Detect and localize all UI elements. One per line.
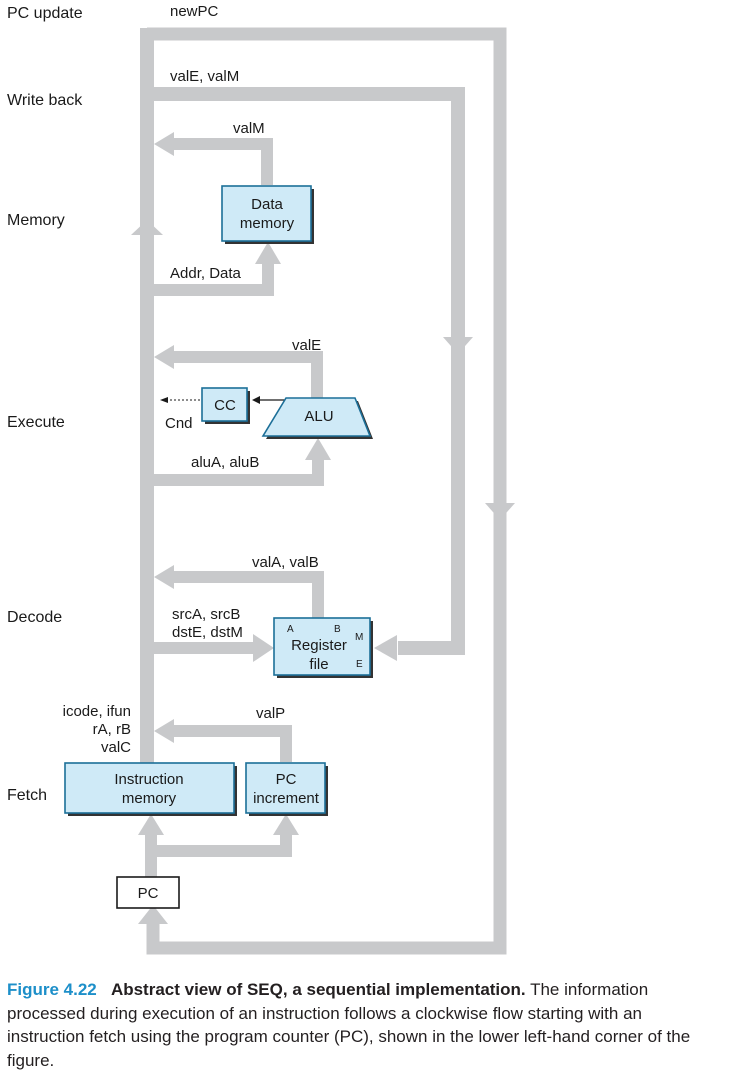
signal-srca-srcb: srcA, srcB — [172, 606, 240, 623]
register-file-label-2: file — [309, 656, 328, 673]
signal-vala-valb: valA, valB — [252, 554, 319, 571]
register-port-m: M — [355, 632, 363, 643]
wires — [131, 27, 515, 955]
pc-inc-arrow — [273, 814, 299, 835]
stage-execute: Execute — [7, 414, 65, 431]
stage-memory: Memory — [7, 212, 65, 229]
alu-input-wire — [147, 458, 324, 486]
register-file-label-1: Register — [291, 637, 347, 654]
pc-register-label: PC — [138, 885, 159, 902]
pc-increment-label-2: increment — [253, 790, 320, 807]
vala-valb-wire — [172, 571, 324, 618]
valm-wire — [172, 138, 273, 185]
register-port-e: E — [356, 659, 363, 670]
signal-alua-alub: aluA, aluB — [191, 454, 259, 471]
signal-vale: valE — [292, 337, 321, 354]
data-memory-label-2: memory — [240, 215, 295, 232]
data-memory-label-1: Data — [251, 196, 283, 213]
signal-vale-valm: valE, valM — [170, 68, 239, 85]
register-port-a: A — [287, 624, 294, 635]
newpc-down-arrow — [485, 503, 515, 520]
main-bus-arrow — [131, 220, 163, 235]
caption-figure-number: Figure 4.22 — [7, 980, 97, 999]
signal-ra-rb: rA, rB — [93, 721, 131, 738]
stage-fetch: Fetch — [7, 787, 47, 804]
vale-arrow — [154, 345, 174, 369]
signal-icode-ifun: icode, ifun — [63, 703, 131, 720]
valp-wire — [172, 725, 292, 762]
instruction-memory-label-1: Instruction — [114, 771, 183, 788]
writeback-down-arrow — [443, 337, 473, 354]
cc-label: CC — [214, 397, 236, 414]
signal-newpc: newPC — [170, 3, 219, 20]
pc-register-block: PC — [116, 876, 180, 909]
stage-write-back: Write back — [7, 92, 83, 109]
valp-arrow — [154, 719, 174, 743]
pc-imem-arrow — [138, 814, 164, 835]
addr-data-arrow — [255, 242, 281, 264]
data-memory-block: Data memory — [221, 185, 314, 244]
signal-labels: newPC valE, valM valM Addr, Data valE Cn… — [63, 3, 322, 756]
newpc-pc-arrow — [138, 905, 168, 924]
alu-cc-arrow — [252, 396, 260, 404]
stage-decode: Decode — [7, 609, 62, 626]
seq-diagram: Data memory CC ALU A B M E Register file… — [7, 3, 515, 955]
pc-fanout-wire — [145, 835, 292, 877]
alu-input-arrow — [305, 438, 331, 460]
register-port-b: B — [334, 624, 341, 635]
figure-caption: Figure 4.22 Abstract view of SEQ, a sequ… — [7, 978, 723, 1072]
addr-data-wire — [147, 262, 274, 296]
caption-title: Abstract view of SEQ, a sequential imple… — [110, 980, 526, 999]
signal-valm: valM — [233, 120, 265, 137]
signal-valp: valP — [256, 705, 285, 722]
cc-block: CC — [201, 387, 250, 424]
stage-labels: PC update Write back Memory Execute Deco… — [7, 5, 83, 804]
instruction-memory-block: Instruction memory — [64, 762, 237, 816]
signal-valc: valC — [101, 739, 131, 756]
pc-increment-block: PC increment — [245, 762, 328, 816]
newpc-bus — [146, 27, 507, 955]
alu-block: ALU — [261, 397, 373, 439]
caption-body: The information processed during executi… — [7, 980, 691, 1070]
writeback-bus — [147, 87, 465, 655]
signal-dste-dstm: dstE, dstM — [172, 624, 243, 641]
register-file-block: A B M E Register file — [273, 617, 373, 678]
stage-pc-update: PC update — [7, 5, 83, 22]
instruction-memory-label-2: memory — [122, 790, 177, 807]
signal-cnd: Cnd — [165, 415, 193, 432]
pc-increment-label-1: PC — [276, 771, 297, 788]
alu-label: ALU — [304, 408, 333, 425]
cnd-arrow — [160, 397, 168, 403]
writeback-regfile-arrow — [374, 635, 397, 661]
vale-wire — [172, 351, 323, 398]
valm-arrow — [154, 132, 174, 156]
reg-input-arrow — [253, 634, 274, 662]
vala-valb-arrow — [154, 565, 174, 589]
signal-addr-data: Addr, Data — [170, 265, 242, 282]
